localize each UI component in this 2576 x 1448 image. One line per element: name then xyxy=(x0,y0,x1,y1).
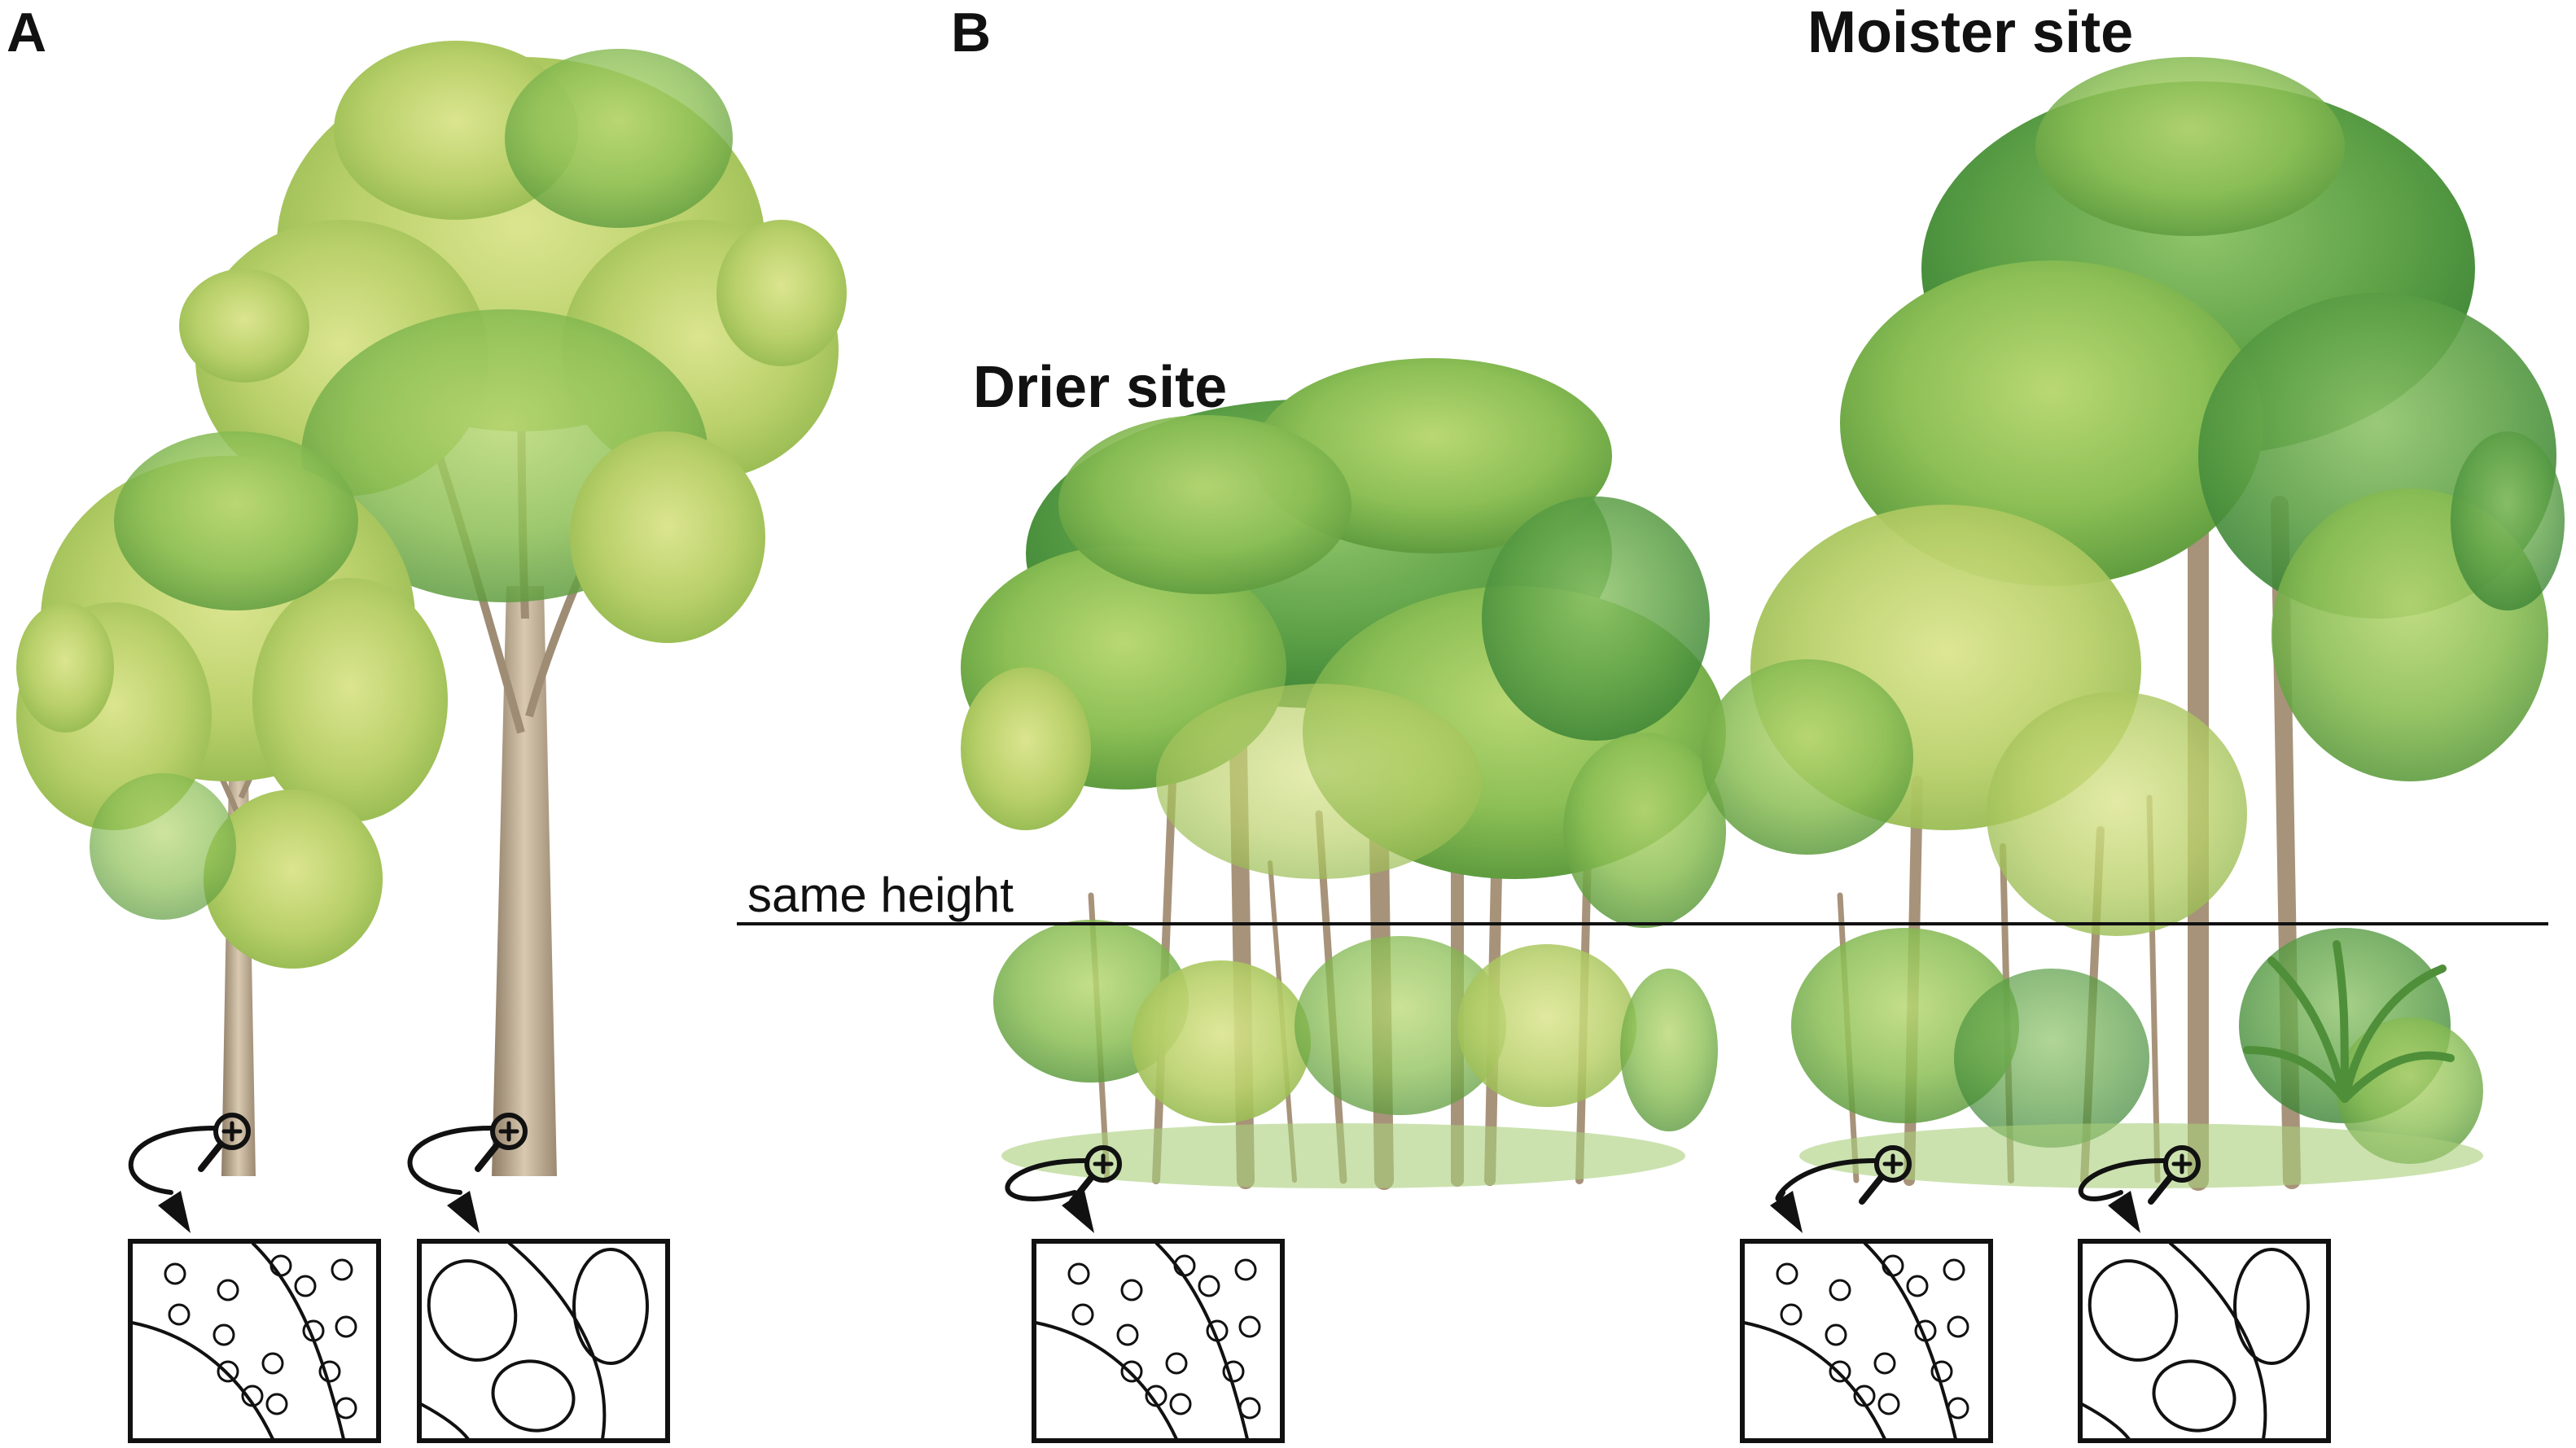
xylem-insets xyxy=(128,1239,2331,1443)
magnifier-plus-icon xyxy=(1859,1145,1912,1205)
magnifiers xyxy=(128,1113,2201,1233)
canopy xyxy=(961,358,1726,928)
drier-site-forest xyxy=(961,358,1726,1190)
canopy xyxy=(179,41,847,643)
panel-b-label: B xyxy=(951,2,992,63)
trunk xyxy=(492,586,557,1176)
drier-site-title: Drier site xyxy=(973,355,1228,420)
same-height-label: same height xyxy=(747,868,1014,922)
understory xyxy=(993,920,1718,1188)
magnifier-plus-icon xyxy=(475,1113,528,1172)
canopy xyxy=(16,431,448,969)
understory xyxy=(1791,928,2483,1188)
curved-arrow-icon xyxy=(2078,1158,2166,1233)
magnifier-plus-icon xyxy=(198,1113,251,1172)
moister-site-forest xyxy=(1702,57,2565,1191)
xylem-vessel-diagram xyxy=(417,1239,670,1443)
canopy xyxy=(1702,57,2565,936)
xylem-vessel-diagram xyxy=(1740,1239,1993,1443)
curved-arrow-icon xyxy=(128,1126,217,1233)
curved-arrow-icon xyxy=(1005,1158,1094,1233)
moister-site-title: Moister site xyxy=(1807,0,2134,65)
xylem-vessel-diagram xyxy=(1032,1239,1285,1443)
curved-arrow-icon xyxy=(407,1126,493,1233)
panel-a-label: A xyxy=(7,2,47,63)
panel-a-small-tree xyxy=(16,431,448,1176)
xylem-vessel-diagram xyxy=(128,1239,381,1443)
magnifier-plus-icon xyxy=(2148,1145,2201,1205)
curved-arrow-icon xyxy=(1770,1158,1877,1233)
panel-a-tall-tree xyxy=(179,41,847,1176)
fern xyxy=(2243,940,2455,1103)
xylem-vessel-diagram xyxy=(2078,1239,2331,1443)
